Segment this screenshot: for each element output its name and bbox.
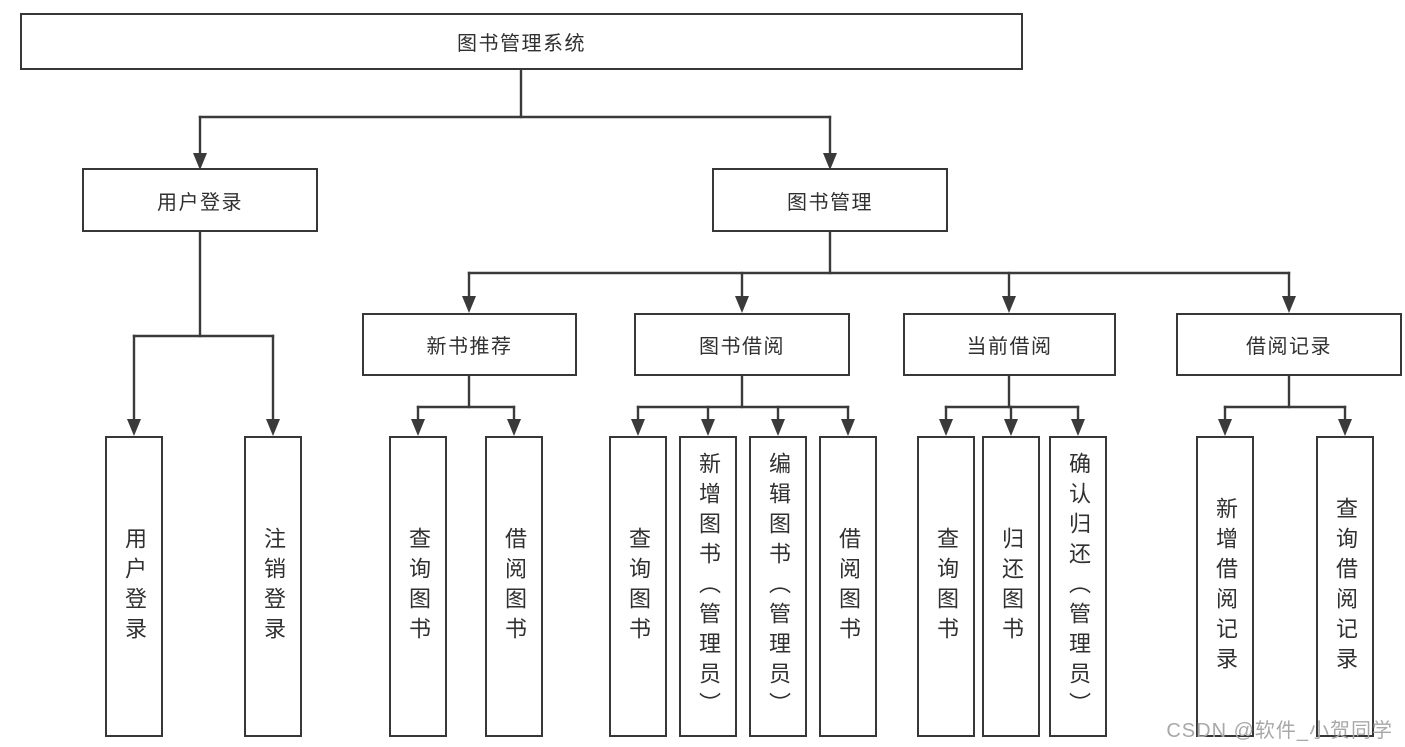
connector-borrow-records-children: [1218, 374, 1352, 436]
node-book-management-label: 图书管理: [787, 191, 873, 214]
connector-current-borrowing-children: [939, 374, 1085, 436]
node-book-borrowing: 图书借阅: [634, 313, 850, 376]
connector-new-book-recommend-children: [411, 374, 521, 436]
leaf-edit-books-admin-label: 编辑图书（管理员）: [766, 451, 791, 722]
node-current-borrowing-label: 当前借阅: [966, 336, 1053, 358]
csdn-watermark: CSDN @软件_小贺同学: [1166, 720, 1393, 742]
leaf-add-borrow-record-label: 新增借阅记录: [1213, 496, 1238, 677]
leaf-confirm-return-admin-label: 确认归还（管理员）: [1066, 451, 1091, 722]
node-borrow-records: 借阅记录: [1176, 313, 1402, 376]
node-borrow-records-label: 借阅记录: [1246, 336, 1332, 358]
leaf-return-books-label: 归还图书: [999, 526, 1024, 647]
node-user-login: 用户登录: [82, 168, 318, 232]
leaf-logout: 注销登录: [244, 436, 302, 737]
leaf-query-borrow-record-label: 查询借阅记录: [1333, 496, 1358, 677]
leaf-return-books: 归还图书: [982, 436, 1040, 737]
leaf-borrow-books: 借阅图书: [819, 436, 877, 737]
connector-user-login-children: [127, 230, 280, 436]
node-book-management: 图书管理: [712, 168, 948, 232]
leaf-query-books-current-label: 查询图书: [934, 526, 959, 647]
node-new-book-recommend: 新书推荐: [362, 313, 577, 376]
connector-book-borrowing-children: [631, 374, 855, 436]
leaf-confirm-return-admin: 确认归还（管理员）: [1049, 436, 1107, 737]
connector-book-management-to-level3: [462, 230, 1296, 313]
node-library-system-label: 图书管理系统: [457, 33, 586, 55]
node-current-borrowing: 当前借阅: [903, 313, 1116, 376]
leaf-user-login: 用户登录: [105, 436, 163, 737]
leaf-borrow-books-recommend: 借阅图书: [485, 436, 543, 737]
node-new-book-recommend-label: 新书推荐: [426, 336, 513, 358]
leaf-borrow-books-recommend-label: 借阅图书: [502, 526, 527, 647]
leaf-query-books-current: 查询图书: [917, 436, 975, 737]
leaf-user-login-label: 用户登录: [122, 526, 147, 647]
leaf-query-books-recommend: 查询图书: [389, 436, 447, 737]
leaf-query-books-borrowing-label: 查询图书: [626, 526, 651, 647]
leaf-edit-books-admin: 编辑图书（管理员）: [749, 436, 807, 737]
node-book-borrowing-label: 图书借阅: [699, 336, 785, 358]
connector-root-to-level2: [193, 68, 837, 170]
leaf-logout-label: 注销登录: [261, 526, 286, 647]
leaf-add-books-admin-label: 新增图书（管理员）: [696, 451, 721, 722]
leaf-add-books-admin: 新增图书（管理员）: [679, 436, 737, 737]
leaf-borrow-books-label: 借阅图书: [836, 526, 861, 647]
node-library-system: 图书管理系统: [20, 13, 1023, 70]
leaf-query-books-borrowing: 查询图书: [609, 436, 667, 737]
node-user-login-label: 用户登录: [157, 191, 243, 214]
leaf-add-borrow-record: 新增借阅记录: [1196, 436, 1254, 737]
leaf-query-books-recommend-label: 查询图书: [406, 526, 431, 647]
leaf-query-borrow-record: 查询借阅记录: [1316, 436, 1374, 737]
